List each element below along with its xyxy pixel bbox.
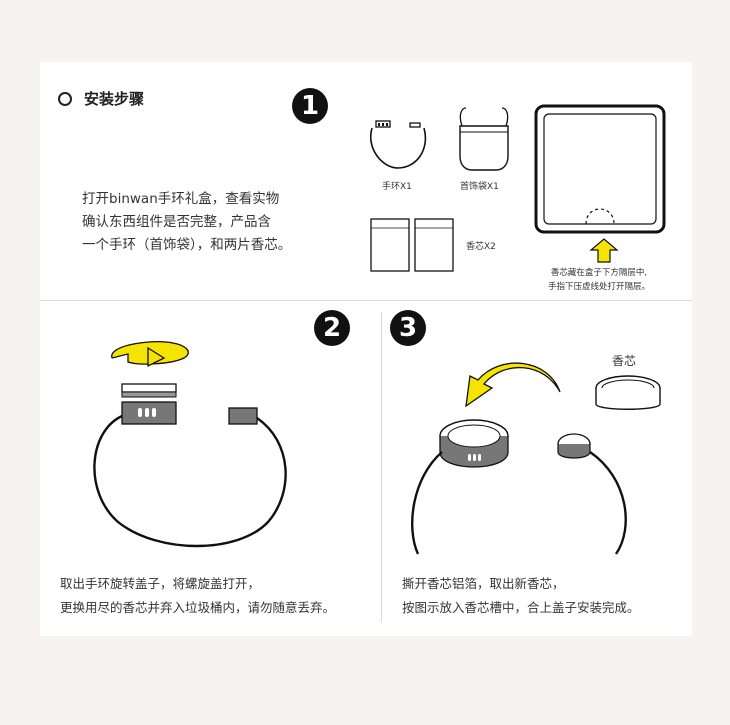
box-note-line-2: 手指下压虚线处打开隔层。 [548, 282, 651, 292]
up-arrow-icon [589, 238, 619, 263]
step-2-line-2: 更换用尽的香芯并弃入垃圾桶内，请勿随意丢弃。 [60, 600, 336, 615]
rotate-arrow-icon [111, 340, 189, 368]
step-1-badge: 1 [292, 88, 328, 124]
bracelet-icon [369, 120, 427, 169]
step-1-line-1: 打开binwan手环礼盒，查看实物 [82, 191, 280, 207]
bracelet-label: 手环X1 [382, 182, 412, 192]
pouch-label: 首饰袋X1 [460, 182, 499, 192]
bracelet-insert-illustration [411, 419, 627, 555]
step-1-line-3: 一个手环（首饰袋），和两片香芯。 [82, 237, 292, 253]
step-3-refill-label: 香芯 [612, 354, 637, 368]
section-title-text: 安装步骤 [84, 90, 145, 108]
box-note: 香芯藏在盒子下方隔层中, 手指下压虚线处打开隔层。 [548, 266, 650, 294]
step-3-badge: 3 [390, 310, 426, 346]
horizontal-divider [40, 300, 692, 301]
refill-label: 香芯X2 [466, 242, 496, 252]
circle-bullet-icon [58, 91, 72, 106]
step-2-badge: 2 [314, 310, 350, 346]
step-2-line-1: 取出手环旋转盖子，将螺旋盖打开， [60, 576, 261, 591]
step-2-caption: 取出手环旋转盖子，将螺旋盖打开， 更换用尽的香芯并弃入垃圾桶内，请勿随意丢弃。 [60, 572, 335, 620]
refill-disc-icon [595, 375, 661, 410]
instruction-card: 安装步骤 1 打开binwan手环礼盒，查看实物 确认东西组件是否完整，产品含 … [40, 62, 692, 636]
bracelet-open-illustration [93, 383, 287, 548]
pouch-icon [459, 107, 509, 171]
gift-box-icon [534, 104, 666, 234]
section-title: 安装步骤 [58, 88, 144, 109]
insert-arrow-icon [465, 362, 561, 408]
step-1-description: 打开binwan手环礼盒，查看实物 确认东西组件是否完整，产品含 一个手环（首饰… [82, 188, 322, 257]
box-note-line-1: 香芯藏在盒子下方隔层中, [550, 268, 648, 278]
refill-packets-icon [370, 218, 454, 272]
step-1-line-2: 确认东西组件是否完整，产品含 [82, 214, 271, 230]
step-3-line-1: 撕开香芯铝箔，取出新香芯， [402, 576, 565, 591]
step-3-line-2: 按图示放入香芯槽中，合上盖子安装完成。 [402, 600, 640, 615]
step-3-caption: 撕开香芯铝箔，取出新香芯， 按图示放入香芯槽中，合上盖子安装完成。 [402, 572, 640, 620]
vertical-divider [381, 312, 382, 622]
